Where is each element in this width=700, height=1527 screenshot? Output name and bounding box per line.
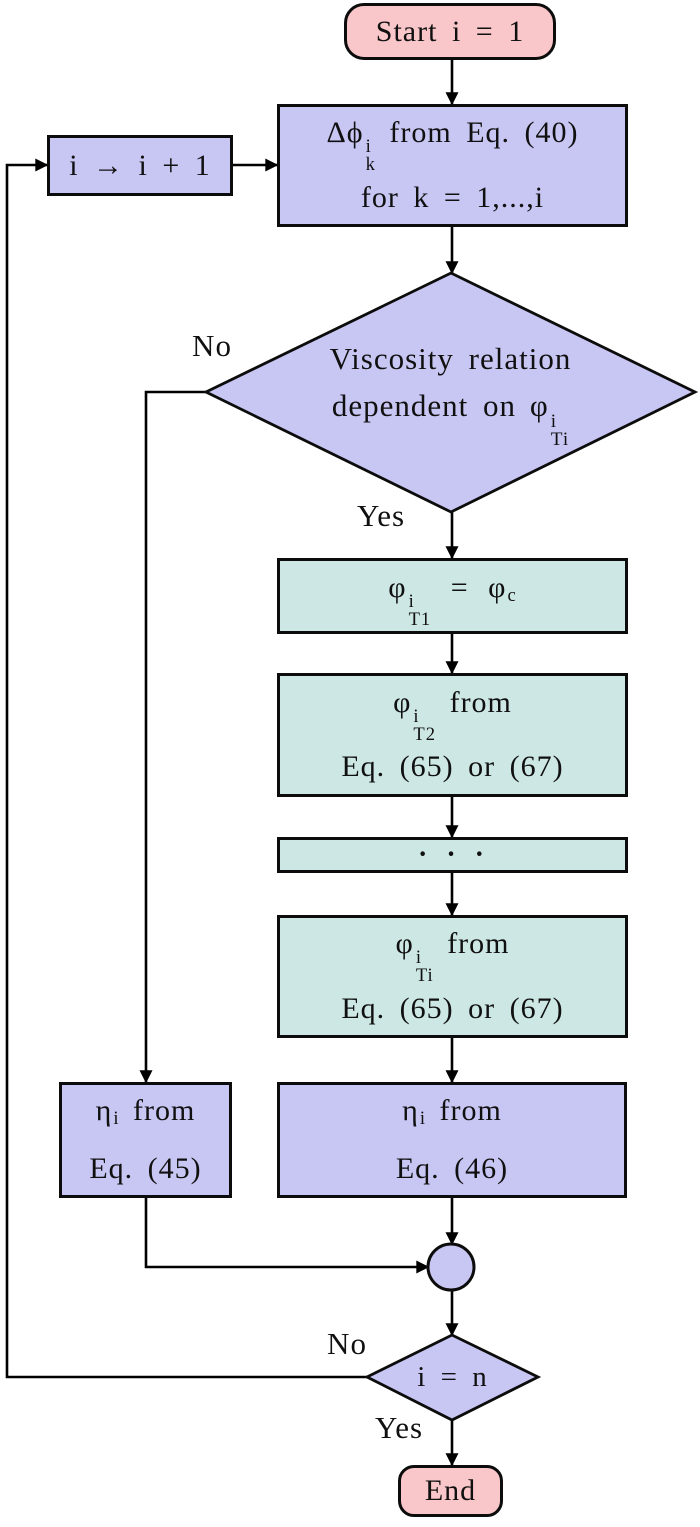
deltaphi-line2: for k = 1,...,i bbox=[360, 180, 545, 214]
viscosity-line2-text: dependent on bbox=[331, 388, 516, 424]
increment-node: i → i + 1 bbox=[47, 135, 233, 196]
viscosity-decision-diamond bbox=[202, 271, 699, 514]
arrow-viscosity-no-to-eta45 bbox=[139, 390, 206, 1084]
phit2-line2: Eq. (65) or (67) bbox=[341, 750, 564, 784]
phiti-subscript: Ti bbox=[415, 965, 434, 987]
phiti-from: from bbox=[447, 927, 510, 961]
phit1-phic-subscript: c bbox=[507, 585, 517, 607]
phit2-subscript: T2 bbox=[413, 723, 437, 745]
eta45-eta-symbol: η bbox=[95, 1093, 113, 1127]
phit1-subscript: T1 bbox=[408, 608, 432, 630]
deltaphi-superscript: i bbox=[365, 136, 372, 158]
eta45-line2: Eq. (45) bbox=[89, 1152, 202, 1186]
arrow-eta45-to-junction bbox=[144, 1198, 430, 1274]
n-decision-diamond bbox=[363, 1333, 542, 1422]
viscosity-phi-superscript: i bbox=[550, 411, 558, 433]
deltaphi-symbol: Δϕ bbox=[326, 116, 364, 150]
deltaphi-subscript: k bbox=[365, 154, 376, 176]
eta46-line2: Eq. (46) bbox=[395, 1152, 509, 1186]
viscosity-line1: Viscosity relation bbox=[329, 341, 572, 377]
phit2-superscript: i bbox=[413, 705, 420, 727]
viscosity-no-label: No bbox=[192, 328, 232, 363]
phit1-equals: = bbox=[450, 570, 469, 604]
phit1-superscript: i bbox=[408, 590, 415, 612]
viscosity-phi-symbol: φ bbox=[529, 388, 549, 424]
phit2-from: from bbox=[449, 685, 512, 719]
n-yes-label: Yes bbox=[374, 1410, 424, 1445]
deltaphi-eq-ref: from Eq. (40) bbox=[389, 116, 579, 150]
n-decision-label: i = n bbox=[417, 1361, 488, 1393]
eta45-subscript: i bbox=[113, 1108, 120, 1130]
increment-label: i → i + 1 bbox=[69, 148, 211, 182]
phiti-superscript: i bbox=[415, 947, 422, 969]
eta46-subscript: i bbox=[419, 1108, 427, 1130]
phit1-phi-symbol: φ bbox=[388, 570, 407, 604]
dots-node: · · · bbox=[277, 837, 628, 873]
arrow-n-no-to-increment bbox=[5, 158, 367, 1379]
eta45-from: from bbox=[133, 1093, 196, 1127]
eta46-from: from bbox=[439, 1093, 502, 1127]
viscosity-yes-label: Yes bbox=[356, 498, 406, 533]
phiti-line2: Eq. (65) or (67) bbox=[341, 991, 564, 1025]
end-label: End bbox=[424, 1474, 477, 1507]
phit1-phic-symbol: φ bbox=[488, 570, 507, 604]
viscosity-phi-subscript: Ti bbox=[550, 429, 570, 451]
start-label: Start i = 1 bbox=[375, 14, 525, 48]
end-node: End bbox=[398, 1465, 503, 1517]
eta46-eta-symbol: η bbox=[402, 1093, 419, 1127]
junction-circle bbox=[426, 1242, 476, 1292]
start-node: Start i = 1 bbox=[344, 3, 556, 60]
dots-label: · · · bbox=[417, 839, 487, 870]
n-no-label: No bbox=[327, 1326, 367, 1361]
phiti-phi-symbol: φ bbox=[395, 927, 414, 961]
phit2-phi-symbol: φ bbox=[393, 685, 412, 719]
